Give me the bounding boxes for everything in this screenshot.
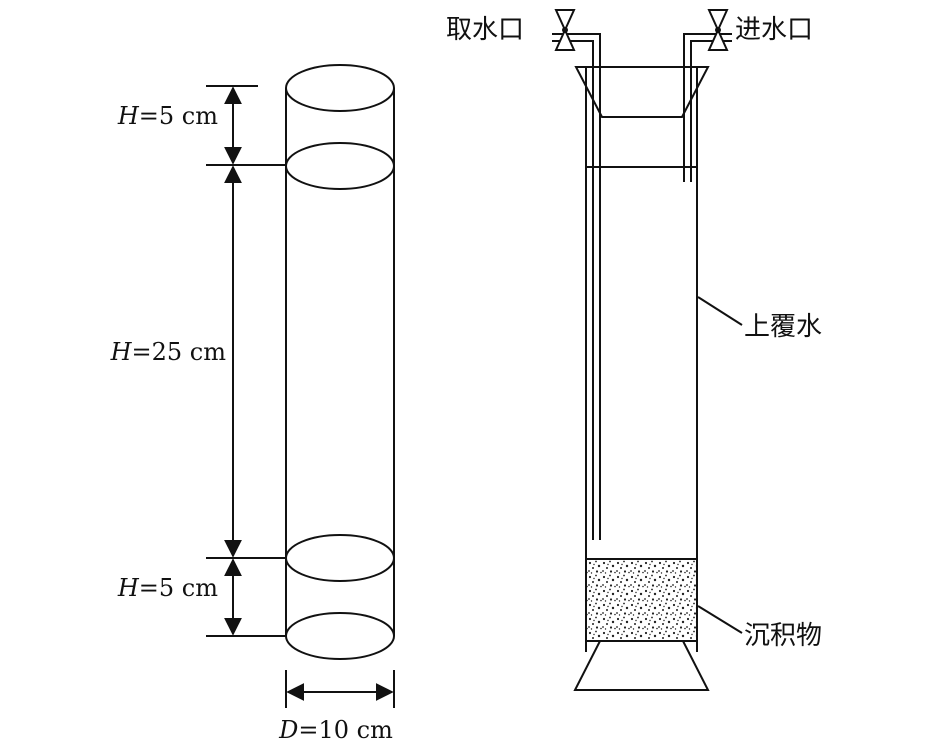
sample-cylinder (285, 64, 395, 660)
bottom-base (573, 640, 710, 691)
bottom-height-label: H=5 cm (117, 574, 218, 602)
sediment-layer (585, 558, 698, 642)
diameter-label: D=10 cm (278, 716, 393, 744)
sediment-leader-line (697, 605, 743, 634)
section-top-ellipse (285, 142, 395, 190)
inlet-label: 进水口 (735, 15, 813, 45)
section-bottom-ellipse (285, 534, 395, 582)
outlet-pipe-outer (552, 33, 601, 540)
water-leader-line (697, 296, 743, 326)
overlying-water-label: 上覆水 (744, 312, 822, 342)
outlet-label: 取水口 (446, 15, 524, 45)
cylinder-bottom-ellipse (285, 612, 395, 660)
diameter-dimension (285, 670, 395, 708)
middle-height-label: H=25 cm (110, 338, 227, 366)
height-dimension-lines (206, 85, 286, 637)
incubation-column (552, 33, 732, 691)
top-funnel-cap (574, 66, 710, 118)
top-height-label: H=5 cm (117, 102, 218, 130)
inlet-valve-icon[interactable] (707, 9, 729, 51)
cylinder-top-ellipse (285, 64, 395, 112)
outlet-valve-icon[interactable] (554, 9, 576, 51)
sediment-label: 沉积物 (744, 621, 822, 651)
